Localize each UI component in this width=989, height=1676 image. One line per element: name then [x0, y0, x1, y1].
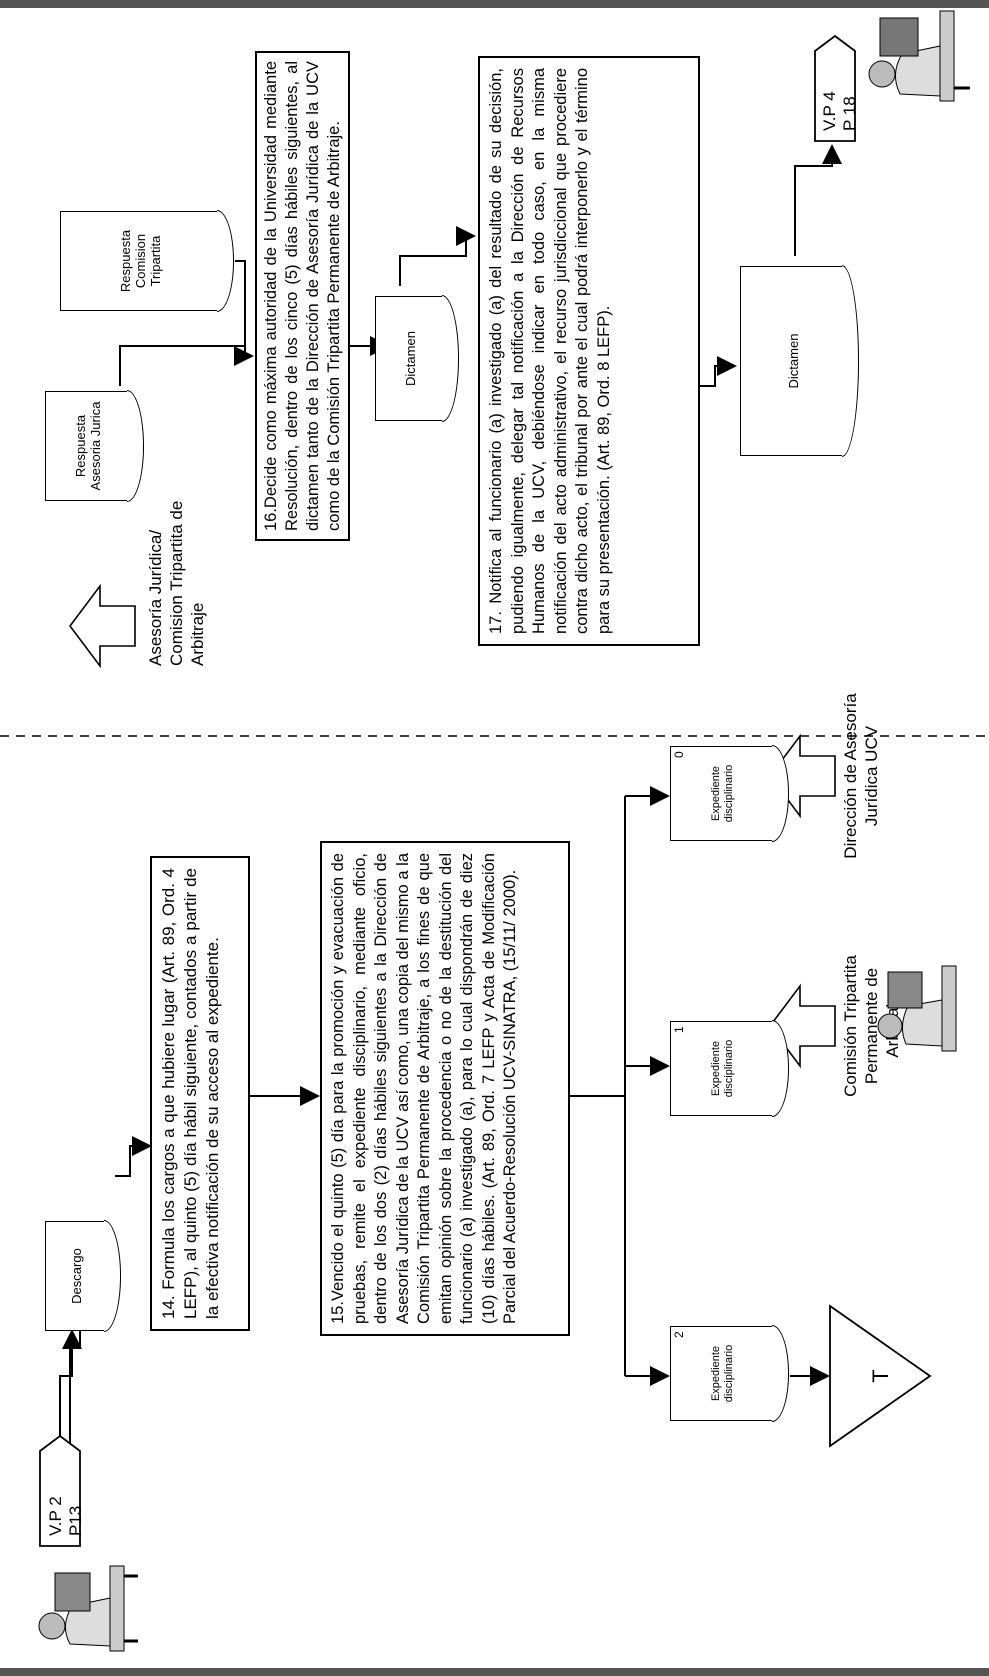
step-16-box: 16.Decide como máxima autoridad de la Un…	[255, 51, 350, 541]
vp2-line2: P13	[66, 1505, 85, 1536]
copy-number-0: 0	[672, 751, 686, 758]
step-15-box: 15.Vencido el quinto (5) día para la pro…	[320, 841, 570, 1336]
scan-edge-left	[0, 1668, 989, 1676]
vp4-connector	[814, 34, 856, 142]
expediente-document-1: Expediente disciplinario	[670, 1021, 775, 1116]
vp2-connector	[39, 1434, 81, 1547]
block-arrow-asesoria	[69, 583, 136, 669]
terminal-label: T	[868, 1369, 893, 1383]
person-at-desk-icon	[38, 1565, 138, 1652]
vp4-connector-label[interactable]: V.P 4 P 18	[816, 49, 864, 139]
step-14-box: 14. Formula los cargos a que hubiere lug…	[150, 856, 250, 1331]
expediente-document-0: Expediente disciplinario	[670, 746, 775, 841]
dictamen-document-1: Dictamen	[375, 296, 445, 421]
person-at-computer-icon	[868, 10, 970, 102]
copy-number-2: 2	[672, 1331, 686, 1338]
person-at-computer-icon	[877, 965, 957, 1052]
respuesta-asesoria-document: Respuesta Asesoria Jurica	[45, 391, 130, 501]
vp2-line1: V.P 2	[46, 1496, 65, 1536]
dictamen-document-2: Dictamen	[740, 266, 845, 456]
step-17-box: 17. Notifica al funcionario (a) investig…	[478, 56, 700, 646]
expediente-document-2: Expediente disciplinario	[670, 1326, 775, 1421]
vp4-line1: V.P 4	[820, 91, 839, 131]
descargo-document: Descargo	[45, 1221, 107, 1331]
copy-number-1: 1	[672, 1026, 686, 1033]
respuesta-comision-document: Respuesta Comision Tripartita	[60, 211, 220, 311]
vp2-connector-label[interactable]: V.P 2 P13	[42, 1449, 90, 1544]
vp4-line2: P 18	[840, 96, 859, 131]
terminal-symbol	[829, 1304, 932, 1448]
scan-edge-right	[0, 0, 989, 8]
actor-asesoria-comision-label: Asesoría Jurídica/ Comision Tripartita d…	[146, 500, 207, 666]
actor-direccion-label: Dirección de Asesoría Jurídica UCV	[841, 693, 881, 859]
